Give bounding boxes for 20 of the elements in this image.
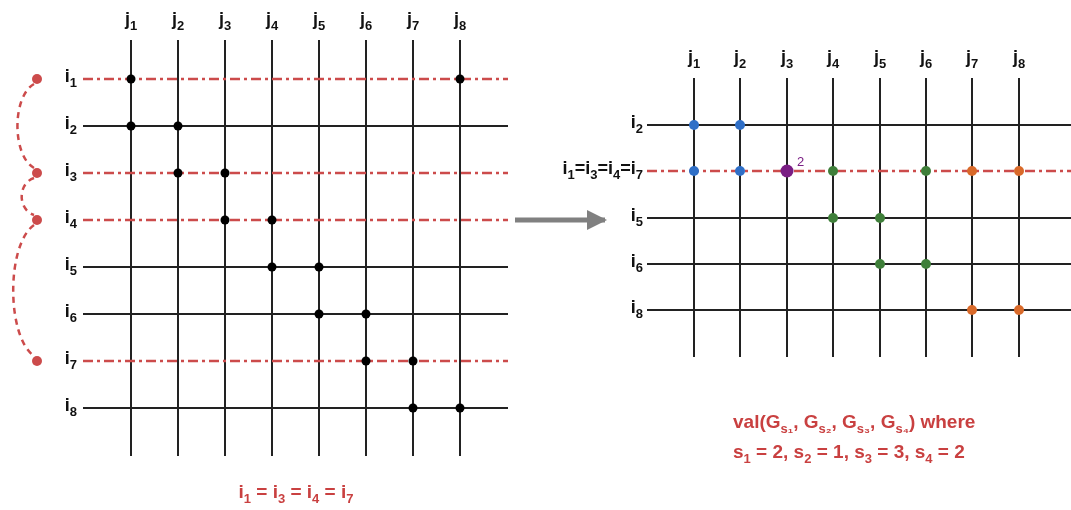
equation-caption: i$_{1}$ = i$_{3}$ = i$_{4}$ = i$_{7}$ xyxy=(238,482,354,505)
junction-dot xyxy=(32,168,42,178)
formula-text: val(G$_{s₁}$, G$_{s₂}$, G$_{s₃}$, G$_{s₄}$) where xyxy=(733,412,976,435)
dashed-connector xyxy=(16,83,35,169)
formula-text: s$_{1}$ = 2, s$_{2}$ = 1, s$_{3}$ = 3, s$_{4}$ = 2 xyxy=(733,442,965,465)
junction-dot xyxy=(32,356,42,366)
dashed-connector xyxy=(20,176,35,217)
multiplicity-number: 2 xyxy=(797,155,805,168)
dashed-connector xyxy=(11,224,35,357)
junction-dot xyxy=(32,215,42,225)
row-label: i$_{5}$ xyxy=(64,255,77,277)
junction-dot xyxy=(32,74,42,84)
row-label: i$_{6}$ xyxy=(64,302,77,324)
row-label: i$_{8}$ xyxy=(64,396,77,418)
row-label: i$_{4}$ xyxy=(64,208,77,230)
row-label: i$_{2}$ xyxy=(64,114,77,136)
arrow xyxy=(515,210,607,230)
row-label: i$_{1}$ xyxy=(64,67,77,89)
row-label: i$_{7}$ xyxy=(64,349,77,371)
row-label: i$_{3}$ xyxy=(64,161,77,183)
